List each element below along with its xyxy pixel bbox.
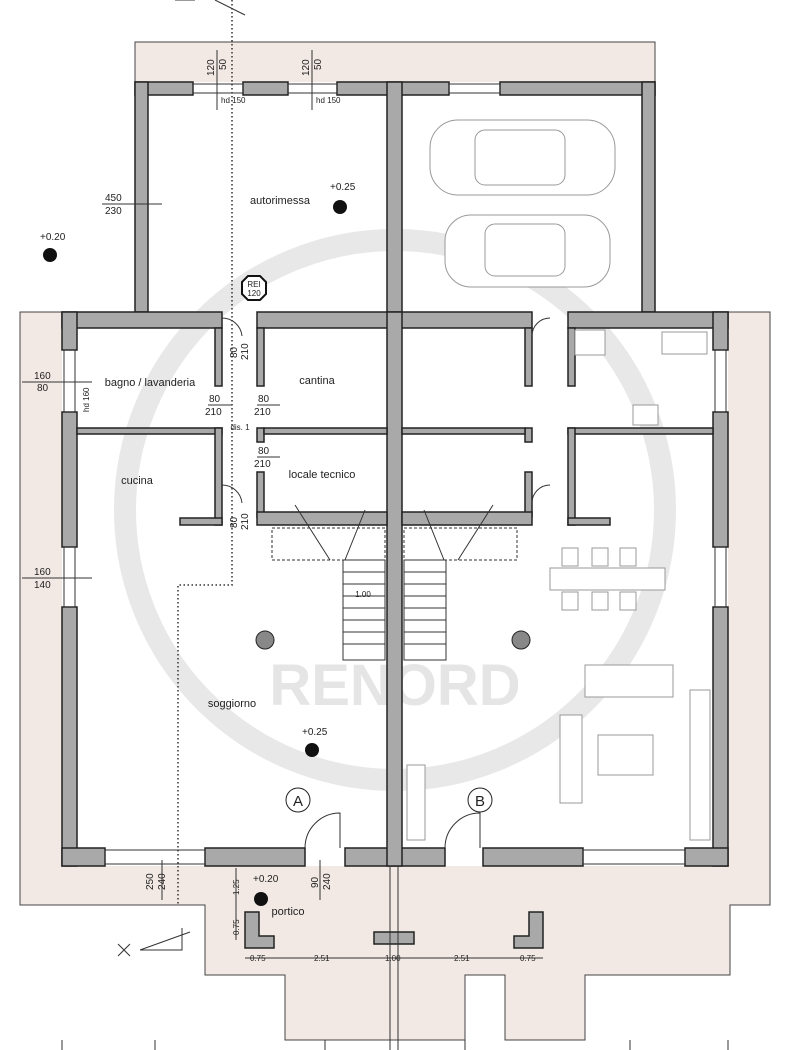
svg-text:240: 240 xyxy=(157,873,168,890)
svg-text:80: 80 xyxy=(258,446,270,457)
cars xyxy=(429,119,616,288)
room-porch: portico xyxy=(271,906,304,918)
unit-markers: A B xyxy=(285,787,493,813)
garage-walls xyxy=(134,81,656,319)
level-icon xyxy=(305,743,319,757)
svg-text:90: 90 xyxy=(310,876,321,888)
furniture xyxy=(406,329,711,841)
svg-text:120: 120 xyxy=(301,59,312,76)
svg-text:1.00: 1.00 xyxy=(385,954,401,963)
svg-text:0.75: 0.75 xyxy=(232,919,241,935)
svg-text:240: 240 xyxy=(322,873,333,890)
svg-text:+0.25: +0.25 xyxy=(330,182,356,193)
room-cellar: cantina xyxy=(299,375,335,387)
svg-text:160: 160 xyxy=(34,371,51,382)
svg-text:+0.25: +0.25 xyxy=(302,727,328,738)
svg-text:REI: REI xyxy=(247,280,260,289)
svg-text:230: 230 xyxy=(105,206,122,217)
svg-text:80: 80 xyxy=(229,346,240,358)
column-b xyxy=(511,630,531,650)
svg-text:2.51: 2.51 xyxy=(314,954,330,963)
svg-text:450: 450 xyxy=(105,193,122,204)
svg-text:80: 80 xyxy=(37,383,49,394)
svg-text:hd 160: hd 160 xyxy=(82,387,91,412)
room-living: soggiorno xyxy=(208,698,256,710)
room-technical: locale tecnico xyxy=(289,469,356,481)
svg-text:160: 160 xyxy=(34,567,51,578)
svg-text:120: 120 xyxy=(206,59,217,76)
svg-text:1.25: 1.25 xyxy=(232,879,241,895)
stair-width-label: 1.00 xyxy=(355,590,371,599)
svg-text:0.75: 0.75 xyxy=(250,954,266,963)
svg-text:210: 210 xyxy=(205,407,222,418)
column-a xyxy=(255,630,275,650)
level-icon xyxy=(254,892,268,906)
fire-rating-badge: REI 120 xyxy=(241,275,267,301)
svg-text:80: 80 xyxy=(258,394,270,405)
svg-text:210: 210 xyxy=(254,407,271,418)
svg-text:+0.20: +0.20 xyxy=(253,874,279,885)
svg-text:B: B xyxy=(475,793,485,810)
door-swings xyxy=(221,317,551,849)
svg-text:120: 120 xyxy=(247,289,261,298)
svg-text:80: 80 xyxy=(229,516,240,528)
svg-text:80: 80 xyxy=(209,394,221,405)
svg-text:210: 210 xyxy=(254,459,271,470)
grid-ticks xyxy=(61,866,729,1050)
level-icon xyxy=(333,200,347,214)
svg-text:0.75: 0.75 xyxy=(520,954,536,963)
dimension-labels: 120 50 120 50 hd 150 hd 150 450 230 160 … xyxy=(22,50,543,963)
room-garage: autorimessa xyxy=(250,195,311,207)
svg-text:210: 210 xyxy=(240,513,251,530)
svg-text:250: 250 xyxy=(145,873,156,890)
level-icon xyxy=(43,248,57,262)
svg-text:hd 150: hd 150 xyxy=(221,96,246,105)
svg-text:hd 150: hd 150 xyxy=(316,96,341,105)
garage-front-paving xyxy=(134,41,656,88)
section-line xyxy=(177,0,233,905)
svg-text:50: 50 xyxy=(218,58,229,70)
level-markers: +0.25 +0.20 +0.25 +0.20 xyxy=(40,182,356,906)
section-marker-icon xyxy=(117,928,191,957)
svg-text:140: 140 xyxy=(34,580,51,591)
room-hallway: dis. 1 xyxy=(230,423,250,432)
staircases xyxy=(271,504,518,661)
svg-text:2.51: 2.51 xyxy=(454,954,470,963)
room-kitchen: cucina xyxy=(121,475,154,487)
room-bathroom: bagno / lavanderia xyxy=(105,377,196,389)
room-labels: autorimessa bagno / lavanderia cantina c… xyxy=(105,195,356,918)
svg-text:A: A xyxy=(293,793,303,810)
svg-text:+0.20: +0.20 xyxy=(40,232,66,243)
svg-text:50: 50 xyxy=(313,58,324,70)
house-walls xyxy=(61,311,729,949)
svg-text:210: 210 xyxy=(240,343,251,360)
